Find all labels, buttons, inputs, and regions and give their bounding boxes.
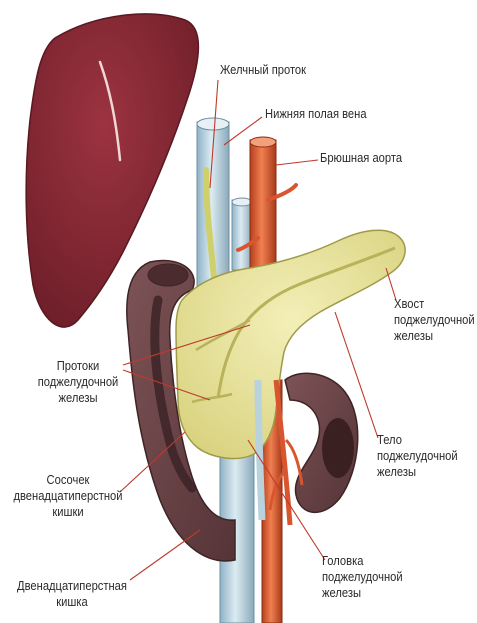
label-papilla-line-2: двенадцатиперстной — [11, 488, 125, 504]
label-vena-cava-line-1: Нижняя полая вена — [265, 106, 367, 122]
label-aorta-line-1: Брюшная аорта — [320, 150, 402, 166]
duodenum-opening — [148, 264, 188, 286]
vena-cava-lumen — [197, 118, 229, 130]
label-tail-line-2: поджелудочной — [394, 312, 475, 328]
label-papilla: Сосочек двенадцатиперстной кишки — [11, 472, 125, 520]
leader-duodenum — [130, 530, 200, 580]
label-body: Тело поджелудочной железы — [377, 432, 458, 480]
label-papilla-line-1: Сосочек — [11, 472, 125, 488]
mesenteric-vein — [258, 380, 262, 520]
label-papilla-line-3: кишки — [11, 504, 125, 520]
label-body-line-1: Тело — [377, 432, 458, 448]
label-head-line-3: железы — [322, 585, 403, 601]
label-aorta: Брюшная аорта — [320, 150, 402, 166]
label-ducts-line-2: поджелудочной — [26, 374, 129, 390]
label-tail-line-3: железы — [394, 328, 475, 344]
label-bile-duct-line-1: Желчный проток — [220, 62, 306, 78]
label-vena-cava: Нижняя полая вена — [265, 106, 367, 122]
portal-vein-lumen — [232, 198, 252, 206]
label-head-line-1: Головка — [322, 553, 403, 569]
label-tail-line-1: Хвост — [394, 296, 475, 312]
portal-vein — [232, 200, 252, 270]
jejunum-opening — [322, 418, 354, 478]
label-ducts-line-3: железы — [26, 390, 129, 406]
label-body-line-2: поджелудочной — [377, 448, 458, 464]
label-duodenum-line-1: Двенадцатиперстная — [15, 578, 129, 594]
label-duodenum-line-2: кишка — [15, 594, 129, 610]
label-head-line-2: поджелудочной — [322, 569, 403, 585]
label-duodenum: Двенадцатиперстная кишка — [15, 578, 129, 610]
leader-aorta — [276, 160, 318, 165]
label-ducts: Протоки поджелудочной железы — [26, 358, 129, 406]
label-body-line-3: железы — [377, 464, 458, 480]
label-ducts-line-1: Протоки — [26, 358, 129, 374]
aorta-lumen — [250, 137, 276, 147]
label-tail: Хвост поджелудочной железы — [394, 296, 475, 344]
label-head: Головка поджелудочной железы — [322, 553, 403, 601]
label-bile-duct: Желчный проток — [220, 62, 306, 78]
